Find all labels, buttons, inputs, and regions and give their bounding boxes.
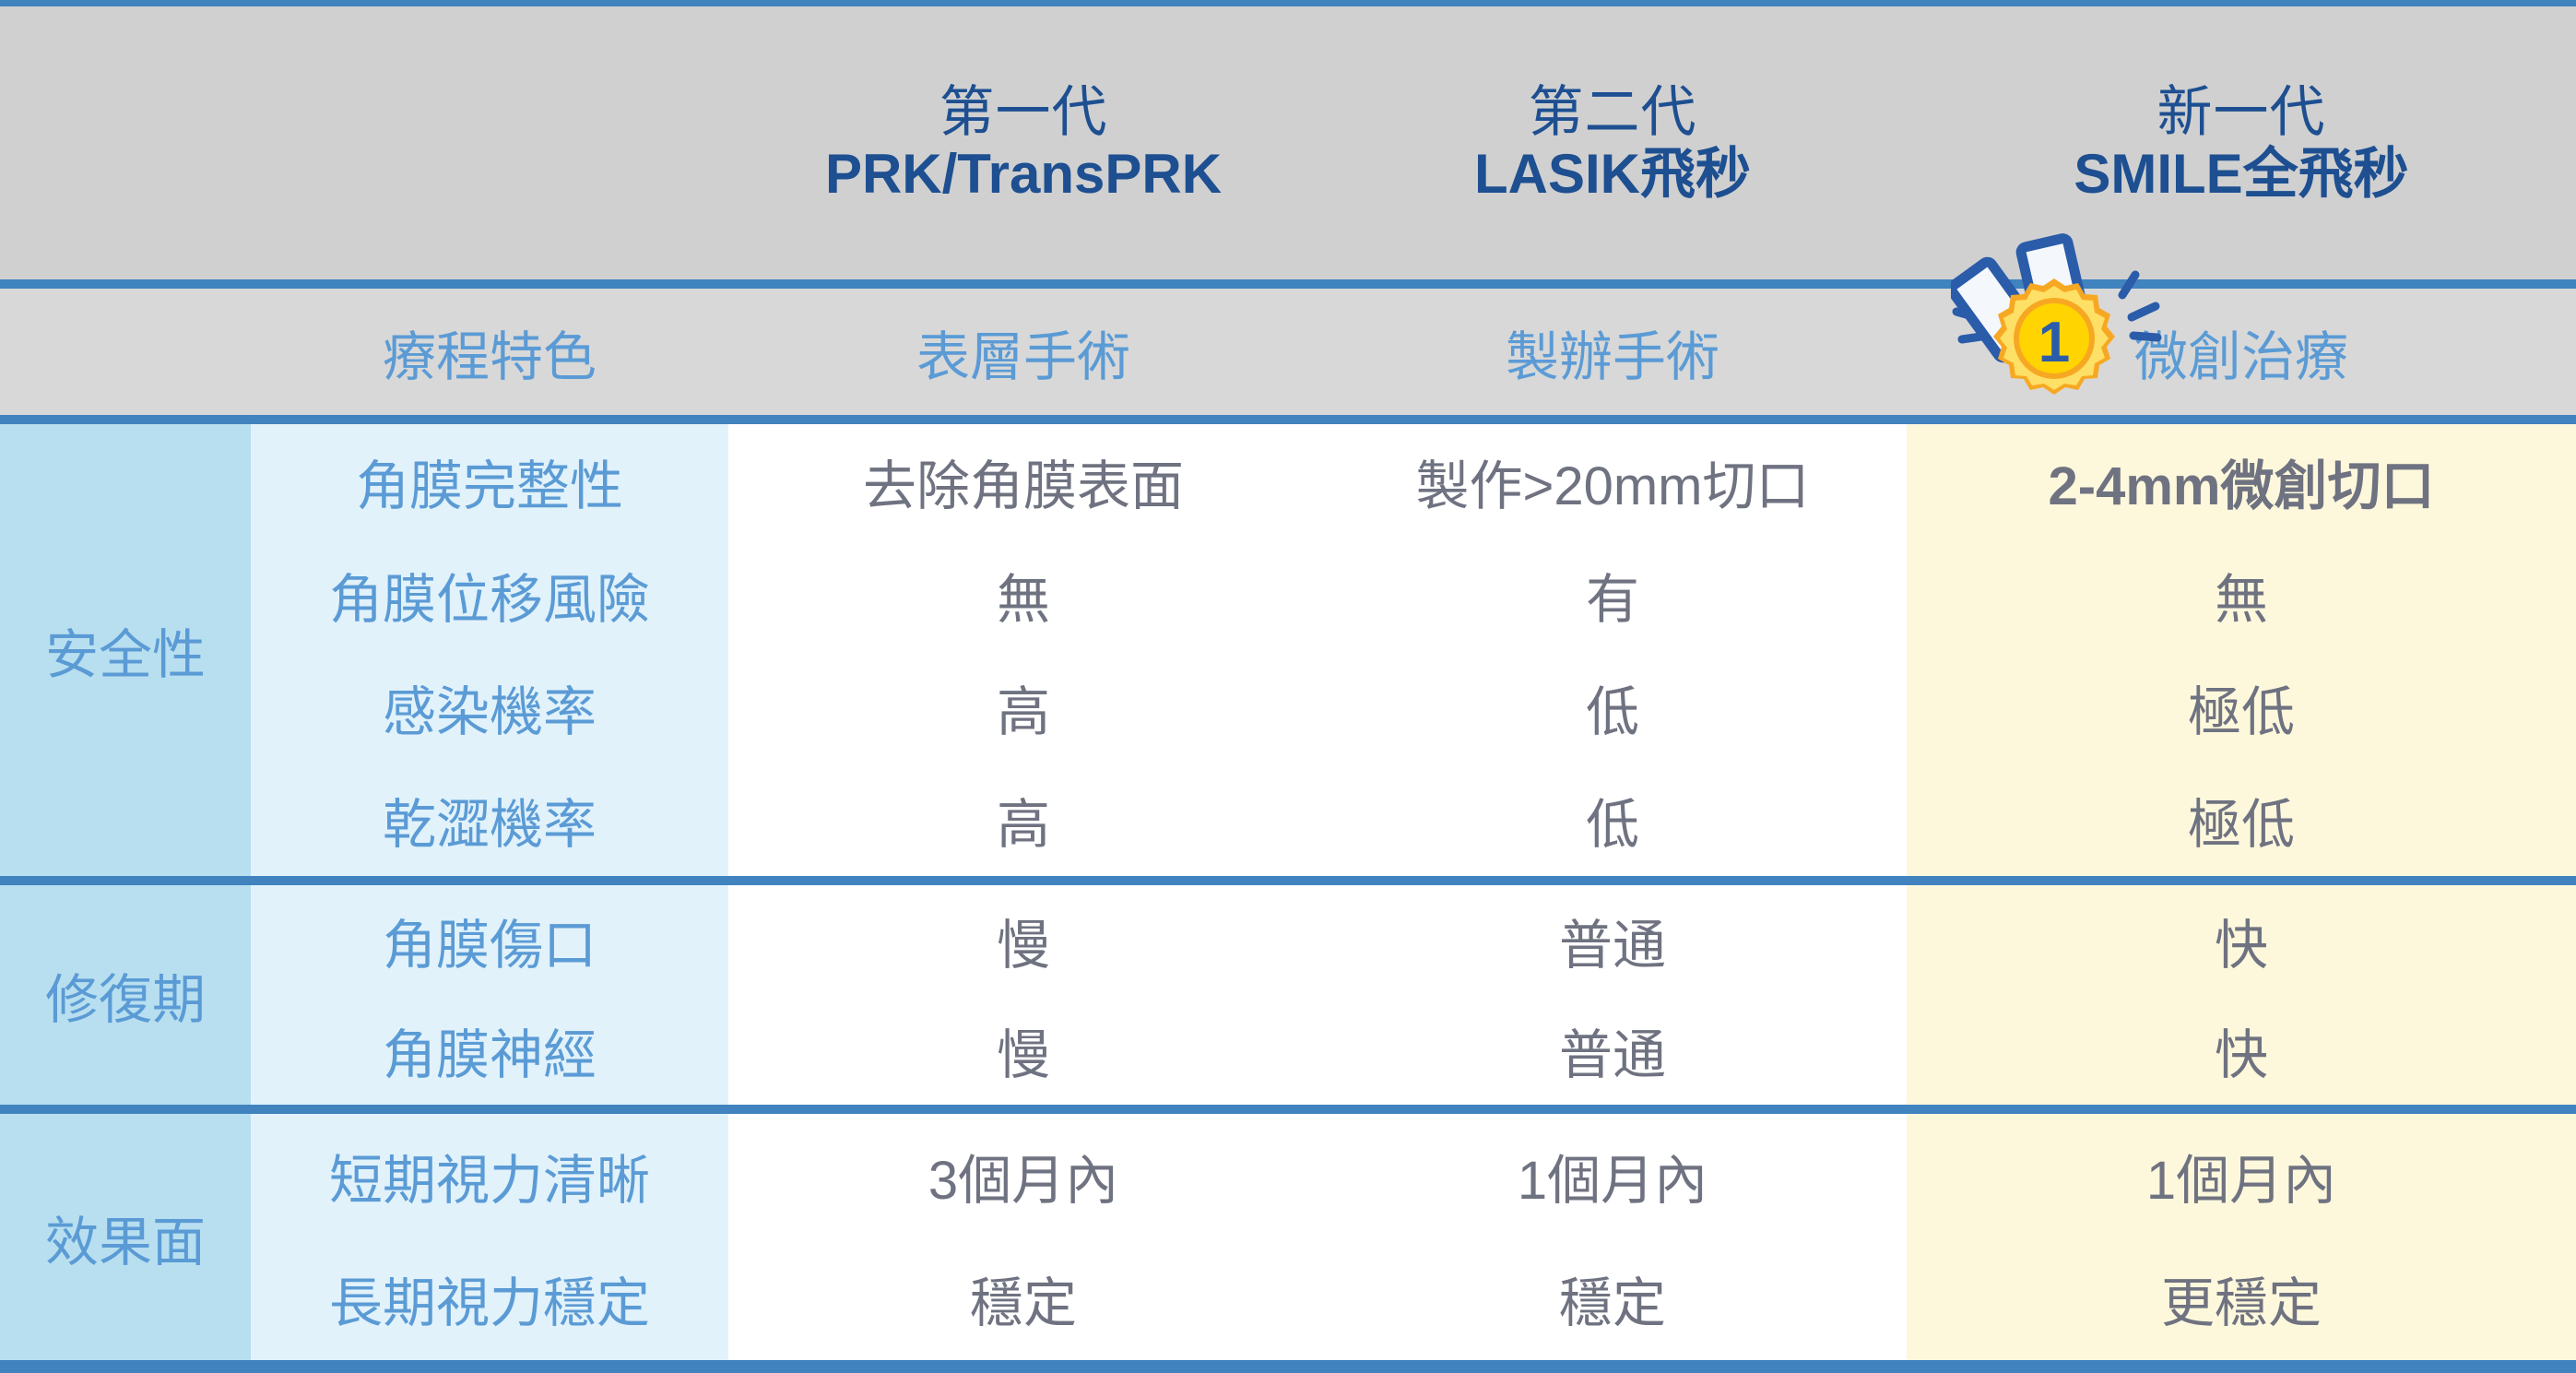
- divider-bottom: [0, 1360, 2576, 1373]
- row-feature-label: 角膜完整性: [355, 456, 623, 516]
- group-effect-label: 效果面: [44, 1212, 206, 1272]
- row-value-gen3: 極低: [2187, 795, 2295, 855]
- row-value-gen2: 低: [1585, 795, 1639, 855]
- subtitle-gen3: 微創治療: [2133, 326, 2348, 387]
- group-safety: 安全性 角膜完整性 去除角膜表面 製作>20mm切口 2-4mm微創切口 角膜位…: [0, 424, 2576, 876]
- column-header-gen2-generation: 第二代: [1528, 80, 1697, 143]
- row-value-gen1: 無: [996, 569, 1050, 630]
- row-value-gen2: 1個月內: [1517, 1150, 1708, 1211]
- divider-under-headers: [0, 279, 2576, 289]
- group-effect-values-bg: [728, 1114, 1907, 1360]
- subtitle-row-label: 療程特色: [382, 326, 597, 387]
- row-value-gen2: 穩定: [1558, 1273, 1666, 1333]
- row-value-gen2: 低: [1585, 682, 1639, 742]
- group-safety-highlight-bg: [1907, 424, 2576, 876]
- row-value-gen3: 無: [2214, 569, 2268, 630]
- row-value-gen1: 高: [996, 795, 1050, 855]
- group-recovery-feature-bg: [251, 885, 728, 1105]
- group-safety-values-bg: [728, 424, 1907, 876]
- column-header-gen3-name: SMILE全飛秒: [2074, 143, 2409, 205]
- column-header-gen2-name: LASIK飛秒: [1474, 143, 1751, 205]
- row-value-gen3: 2-4mm微創切口: [2048, 456, 2435, 516]
- row-value-gen3: 極低: [2187, 682, 2295, 742]
- divider-safety-recovery: [0, 876, 2576, 885]
- group-recovery-label: 修復期: [44, 970, 206, 1030]
- row-value-gen3: 快: [2214, 915, 2268, 976]
- row-value-gen3: 1個月內: [2145, 1150, 2337, 1211]
- row-feature-label: 短期視力清晰: [328, 1150, 650, 1211]
- row-feature-label: 長期視力穩定: [328, 1273, 650, 1333]
- group-recovery-category-bg: [0, 885, 251, 1105]
- row-value-gen2: 普通: [1558, 915, 1666, 976]
- row-value-gen2: 製作>20mm切口: [1415, 456, 1810, 516]
- group-effect-category-bg: [0, 1114, 251, 1360]
- divider-under-subtitle: [0, 415, 2576, 424]
- row-value-gen1: 慢: [996, 915, 1050, 976]
- row-value-gen2: 普通: [1558, 1024, 1666, 1085]
- row-value-gen3: 快: [2214, 1024, 2268, 1085]
- subtitle-gen2: 製辦手術: [1505, 326, 1719, 387]
- row-value-gen2: 有: [1585, 569, 1639, 630]
- group-effect-feature-bg: [251, 1114, 728, 1360]
- group-effect-highlight-bg: [1907, 1114, 2576, 1360]
- group-safety-feature-bg: [251, 424, 728, 876]
- subtitle-gen1: 表層手術: [916, 326, 1130, 387]
- table-row: 乾澀機率 高 低 極低: [0, 763, 2576, 876]
- row-feature-label: 角膜神經: [382, 1024, 597, 1085]
- column-header-gen1-generation: 第一代: [939, 80, 1108, 143]
- column-header-gen3-generation: 新一代: [2157, 80, 2326, 143]
- subtitle-band: 療程特色 表層手術 製辦手術 微創治療: [0, 289, 2576, 415]
- row-value-gen1: 慢: [996, 1024, 1050, 1085]
- table-row: 角膜完整性 去除角膜表面 製作>20mm切口 2-4mm微創切口: [0, 424, 2576, 538]
- group-recovery-values-bg: [728, 885, 1907, 1105]
- divider-recovery-effect: [0, 1105, 2576, 1114]
- row-value-gen1: 去除角膜表面: [862, 456, 1184, 516]
- header-band: 第一代 PRK/TransPRK 第二代 LASIK飛秒 新一代 SMILE全飛…: [0, 6, 2576, 279]
- row-feature-label: 角膜位移風險: [328, 569, 650, 630]
- group-recovery-highlight-bg: [1907, 885, 2576, 1105]
- group-effect: 效果面 短期視力清晰 3個月內 1個月內 1個月內 長期視力穩定 穩定 穩定 更…: [0, 1114, 2576, 1360]
- table-row: 長期視力穩定 穩定 穩定 更穩定: [0, 1237, 2576, 1360]
- row-value-gen1: 高: [996, 682, 1050, 742]
- group-safety-category-bg: [0, 424, 251, 876]
- group-safety-label: 安全性: [44, 625, 206, 685]
- row-value-gen1: 穩定: [969, 1273, 1077, 1333]
- row-feature-label: 感染機率: [382, 682, 597, 742]
- table-row: 感染機率 高 低 極低: [0, 651, 2576, 763]
- column-header-gen1: 第一代 PRK/TransPRK: [728, 6, 1318, 279]
- column-header-gen3: 新一代 SMILE全飛秒: [1907, 6, 2576, 279]
- group-recovery: 修復期 角膜傷口 慢 普通 快 角膜神經 慢 普通 快: [0, 885, 2576, 1105]
- table-row: 角膜神經 慢 普通 快: [0, 995, 2576, 1105]
- column-header-gen2: 第二代 LASIK飛秒: [1318, 6, 1907, 279]
- row-value-gen1: 3個月內: [928, 1150, 1119, 1211]
- row-feature-label: 角膜傷口: [382, 915, 597, 976]
- row-feature-label: 乾澀機率: [382, 795, 597, 855]
- row-value-gen3: 更穩定: [2160, 1273, 2322, 1333]
- table-body: 安全性 角膜完整性 去除角膜表面 製作>20mm切口 2-4mm微創切口 角膜位…: [0, 424, 2576, 1360]
- table-row: 角膜位移風險 無 有 無: [0, 538, 2576, 651]
- divider-top: [0, 0, 2576, 6]
- table-row: 角膜傷口 慢 普通 快: [0, 885, 2576, 995]
- table-row: 短期視力清晰 3個月內 1個月內 1個月內: [0, 1114, 2576, 1237]
- column-header-gen1-name: PRK/TransPRK: [824, 143, 1223, 205]
